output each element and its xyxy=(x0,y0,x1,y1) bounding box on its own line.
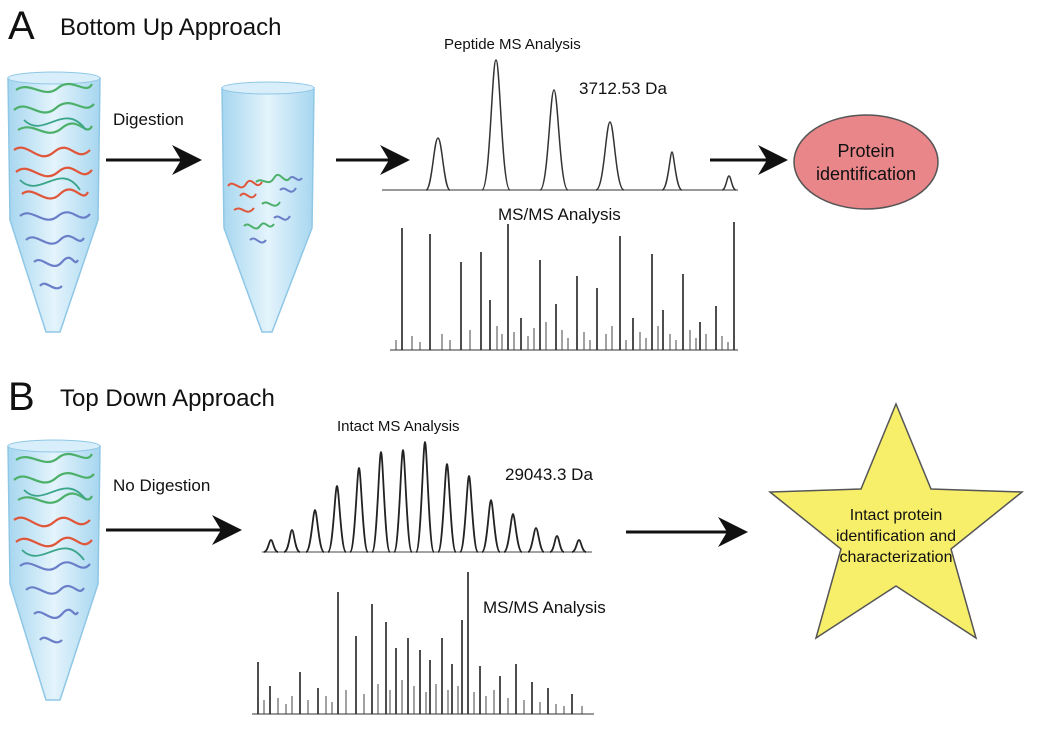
protein-identification-line1: Protein xyxy=(837,141,895,161)
star-line3: characterization xyxy=(839,548,953,566)
section-a-title: Bottom Up Approach xyxy=(60,14,282,41)
msms-title-b: MS/MS Analysis xyxy=(483,598,606,617)
section-b-letter: B xyxy=(8,375,35,419)
intact-protein-star xyxy=(767,402,1025,640)
section-b-title: Top Down Approach xyxy=(60,385,275,412)
msms-spectrum-a xyxy=(390,222,738,351)
tube-intact-b xyxy=(7,439,101,701)
tube-digested-a xyxy=(221,81,315,333)
peptide-ms-title: Peptide MS Analysis xyxy=(444,36,581,53)
intact-protein-label: Intact protein identification and charac… xyxy=(816,506,976,568)
protein-identification-label: Protein identification xyxy=(800,140,932,185)
no-digestion-label: No Digestion xyxy=(113,476,211,495)
msms-spectrum-b xyxy=(252,572,594,715)
intact-mass-label: 29043.3 Da xyxy=(505,465,593,484)
star-line2: identification and xyxy=(835,527,957,545)
tube-intact-a xyxy=(7,71,101,333)
protein-identification-ellipse xyxy=(793,114,939,210)
protein-identification-line2: identification xyxy=(815,163,917,184)
star-line1: Intact protein xyxy=(849,507,943,524)
digestion-label: Digestion xyxy=(113,110,184,129)
msms-title-a: MS/MS Analysis xyxy=(498,205,621,224)
peptide-mass-label: 3712.53 Da xyxy=(579,79,667,98)
intact-ms-title: Intact MS Analysis xyxy=(337,418,460,435)
intact-ms-spectrum xyxy=(262,441,592,553)
peptide-ms-spectrum xyxy=(382,59,738,191)
section-a-letter: A xyxy=(8,4,35,48)
